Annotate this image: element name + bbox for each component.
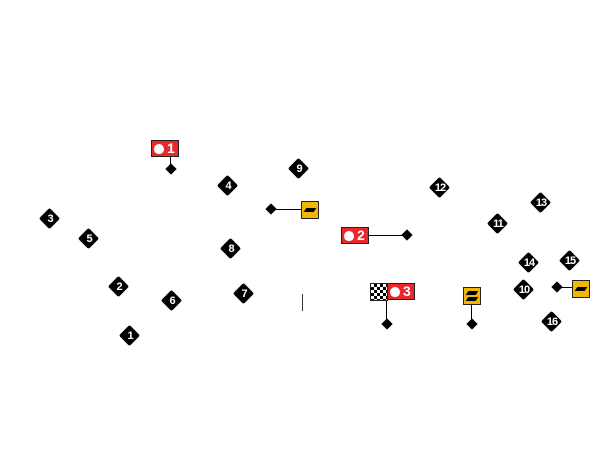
turn-marker-11[interactable]: 11 [487, 213, 509, 235]
connector-line [386, 299, 387, 324]
finish-line-point[interactable] [381, 318, 393, 330]
turn-label: 11 [493, 218, 504, 230]
turn-label: 10 [518, 284, 530, 296]
turn-label: 16 [546, 316, 558, 328]
drs-label: 2 [357, 227, 365, 243]
drs-2-point[interactable] [401, 229, 413, 241]
drs-label: 1 [167, 140, 175, 156]
drs-zone-1-badge[interactable]: 1 [151, 140, 179, 157]
turn-label: 13 [535, 197, 547, 209]
pit-lane-icon[interactable] [301, 201, 319, 219]
stopwatch-icon [390, 286, 400, 297]
pit-lane-icon[interactable] [572, 280, 590, 298]
turn-label: 12 [434, 182, 446, 194]
turn-marker-14[interactable]: 14 [518, 252, 540, 274]
turn-label: 3 [47, 213, 53, 225]
turn-marker-8[interactable]: 8 [220, 238, 242, 260]
turn-marker-13[interactable]: 13 [530, 192, 552, 214]
turn-marker-7[interactable]: 7 [233, 283, 255, 305]
turn-marker-4[interactable]: 4 [217, 175, 239, 197]
pit-point[interactable] [466, 318, 478, 330]
stopwatch-icon [344, 230, 354, 241]
turn-label: 6 [169, 295, 175, 307]
turn-marker-2[interactable]: 2 [108, 276, 130, 298]
pit-exit-point[interactable] [551, 281, 563, 293]
connector-line [170, 156, 171, 169]
turn-marker-16[interactable]: 16 [541, 311, 563, 333]
drs-label: 3 [403, 283, 411, 299]
sector-line [302, 294, 303, 311]
turn-label: 1 [127, 330, 133, 342]
checkered-flag-icon [370, 283, 388, 301]
connector-line [471, 304, 472, 324]
turn-marker-1[interactable]: 1 [119, 325, 141, 347]
drs-zone-3-badge[interactable]: 3 [387, 283, 415, 300]
drs-1-point[interactable] [165, 163, 177, 175]
stopwatch-icon [154, 143, 164, 154]
turn-marker-3[interactable]: 3 [39, 208, 61, 230]
pit-lane-icon[interactable] [463, 287, 481, 305]
connector-line [369, 235, 407, 236]
turn-marker-9[interactable]: 9 [288, 158, 310, 180]
connector-line [271, 209, 301, 210]
connector-line [557, 287, 572, 288]
drs-zone-2-badge[interactable]: 2 [341, 227, 369, 244]
turn-marker-12[interactable]: 12 [429, 177, 451, 199]
turn-label: 8 [228, 243, 234, 255]
turn-marker-10[interactable]: 10 [513, 279, 535, 301]
turn-label: 5 [86, 233, 92, 245]
turn-label: 4 [225, 180, 231, 192]
turn-label: 9 [296, 163, 302, 175]
turn-label: 14 [523, 257, 535, 269]
turn-marker-6[interactable]: 6 [161, 290, 183, 312]
turn-marker-15[interactable]: 15 [559, 250, 581, 272]
turn-label: 7 [241, 288, 247, 300]
turn-label: 2 [116, 281, 122, 293]
turn-marker-5[interactable]: 5 [78, 228, 100, 250]
pit-entry-point[interactable] [265, 203, 277, 215]
turn-label: 15 [564, 255, 576, 267]
